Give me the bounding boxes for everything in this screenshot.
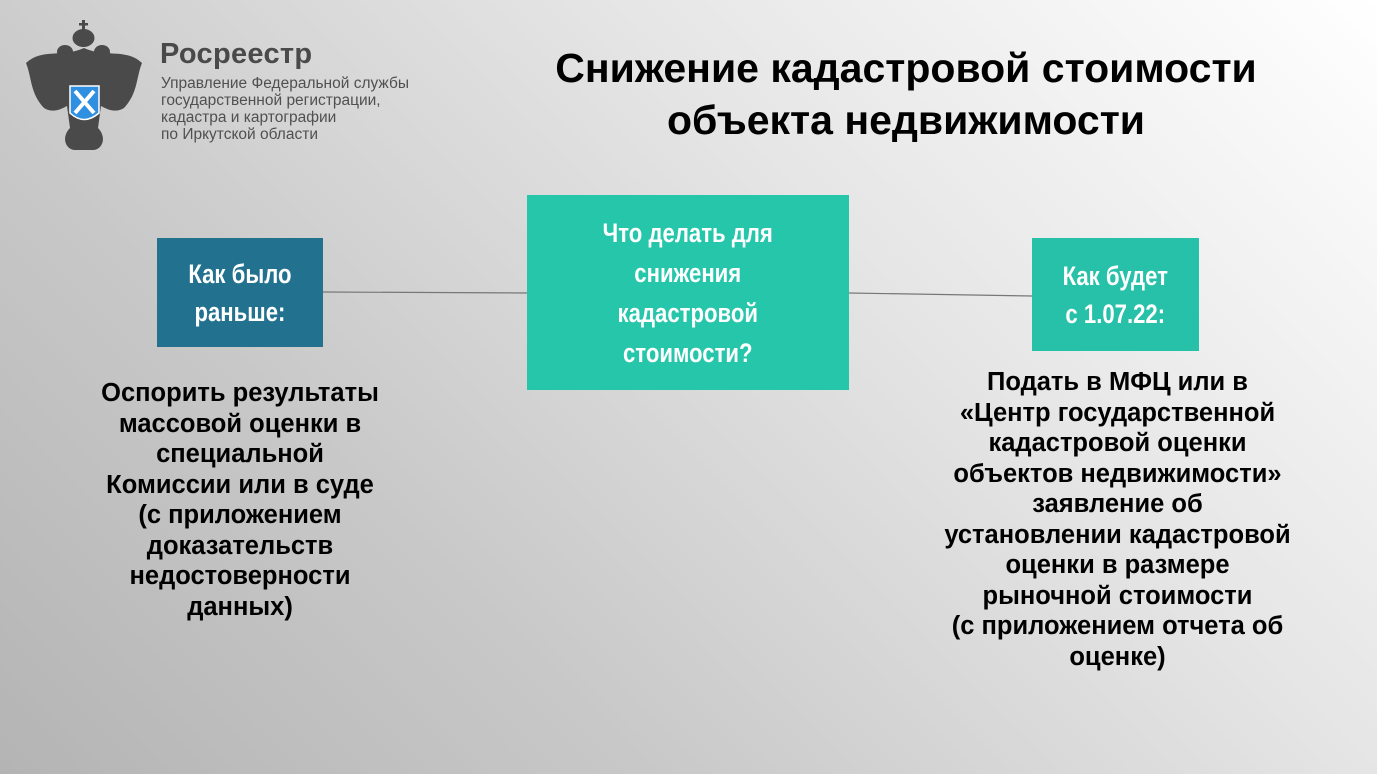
description-line: Оспорить результаты bbox=[101, 379, 379, 407]
box-line: снижения bbox=[634, 257, 742, 288]
after-description: Подать в МФЦ или в«Центр государственной… bbox=[890, 367, 1345, 672]
after-box: Как будет с 1.07.22: bbox=[1032, 238, 1199, 351]
brand-subtitle-line: по Иркутской области bbox=[161, 126, 318, 143]
question-box: Что делать для снижения кадастровой стои… bbox=[527, 195, 849, 390]
brand-name: Росреестр bbox=[160, 38, 313, 70]
brand-subtitle-line: Управление Федеральной службы bbox=[161, 75, 409, 92]
description-line: кадастровой оценки bbox=[988, 429, 1247, 457]
box-line: с 1.07.22: bbox=[1065, 298, 1166, 329]
brand-subtitle-line: кадастра и картографии bbox=[161, 109, 337, 126]
title-line: Снижение кадастровой стоимости bbox=[555, 45, 1257, 91]
description-line: данных) bbox=[187, 592, 293, 621]
description-line: (с приложением отчета об bbox=[951, 612, 1284, 640]
box-line: кадастровой bbox=[617, 297, 759, 328]
description-line: Подать в МФЦ или в bbox=[987, 368, 1248, 396]
brand-subtitle-line: государственной регистрации, bbox=[161, 92, 381, 109]
title-line: объекта недвижимости bbox=[667, 97, 1145, 143]
description-line: специальной bbox=[156, 440, 324, 468]
description-line: заявление об bbox=[1032, 490, 1203, 518]
slide-title: Снижение кадастровой стоимости объекта н… bbox=[480, 42, 1332, 146]
eagle-emblem-icon bbox=[26, 20, 142, 150]
description-line: «Центр государственной bbox=[959, 398, 1276, 427]
description-line: доказательств bbox=[146, 531, 334, 560]
description-line: оценке) bbox=[1069, 642, 1166, 671]
description-line: (с приложением bbox=[138, 501, 342, 529]
brand-subtitle: Управление Федеральной службы государств… bbox=[161, 75, 409, 143]
description-line: массовой оценки в bbox=[118, 409, 362, 438]
box-line: Как было bbox=[188, 258, 292, 289]
description-line: недостоверности bbox=[129, 562, 351, 590]
box-line: раньше: bbox=[194, 296, 286, 327]
description-line: рыночной стоимости bbox=[982, 581, 1253, 610]
description-line: установлении кадастровой bbox=[944, 520, 1291, 549]
description-line: оценки в размере bbox=[1005, 551, 1230, 579]
box-line: Что делать для bbox=[602, 217, 774, 248]
description-line: объектов недвижимости» bbox=[953, 459, 1282, 488]
description-line: Комиссии или в суде bbox=[106, 470, 374, 499]
before-box: Как было раньше: bbox=[157, 238, 323, 347]
box-line: Как будет bbox=[1062, 260, 1169, 291]
box-line: стоимости? bbox=[623, 337, 753, 368]
